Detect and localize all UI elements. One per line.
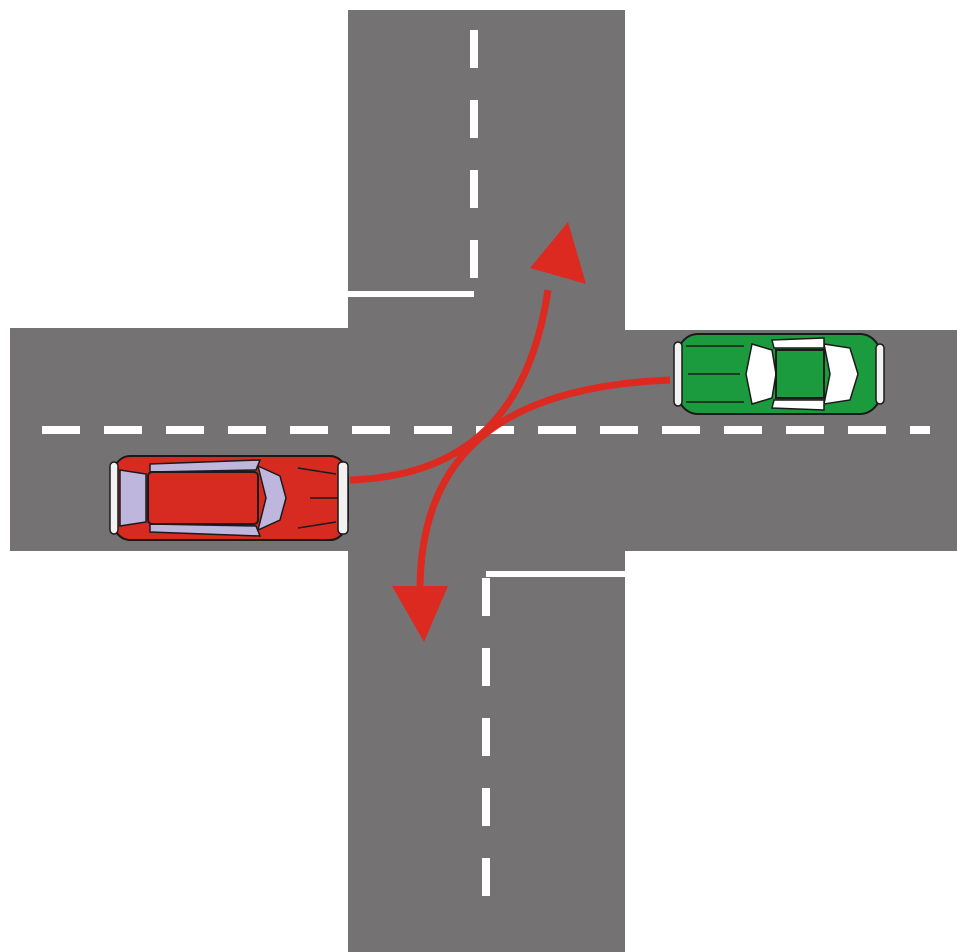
road-shape xyxy=(10,10,957,952)
red-car-hood-line-2 xyxy=(297,521,337,529)
green-car-roof xyxy=(775,349,825,399)
inner-edge-top-left xyxy=(10,10,348,328)
edge-line-top-left xyxy=(10,10,337,311)
red-car-hood-line-1 xyxy=(297,467,337,475)
edge-lines xyxy=(10,10,957,952)
red-car-roof xyxy=(147,471,259,525)
red-car-windshield xyxy=(256,464,287,532)
green-car xyxy=(673,333,885,415)
green-car-side-window-top xyxy=(771,337,825,349)
red-car-side-window-top xyxy=(149,459,262,473)
road-surface xyxy=(10,10,957,952)
green-car-path-curve xyxy=(416,376,671,591)
edge-line-bottom-right xyxy=(634,561,957,952)
green-car-windshield xyxy=(745,343,777,405)
red-car-side-window-bottom xyxy=(149,523,262,537)
inner-edge-top-right xyxy=(625,10,957,330)
red-car xyxy=(109,455,349,541)
green-car-path-arrowhead xyxy=(392,586,448,642)
inner-edge-bottom-left xyxy=(10,551,348,952)
green-car-path-arrow xyxy=(392,376,671,642)
red-car-bumper-rear xyxy=(109,461,119,535)
inner-edge-bottom-right xyxy=(625,551,957,952)
green-car-bumper-front xyxy=(673,341,683,407)
red-car-path-arrowhead xyxy=(530,222,586,284)
green-car-side-window-bottom xyxy=(771,399,825,411)
inner-edge-lines xyxy=(10,10,957,952)
upper-gap-notch xyxy=(346,294,474,334)
green-car-rear-window xyxy=(823,343,859,405)
edge-line-bottom-left xyxy=(10,561,337,952)
green-car-bumper-rear xyxy=(875,343,885,405)
red-car-rear-window xyxy=(119,469,147,527)
edge-line-top-right xyxy=(634,10,957,320)
red-car-bumper-front xyxy=(337,461,349,535)
